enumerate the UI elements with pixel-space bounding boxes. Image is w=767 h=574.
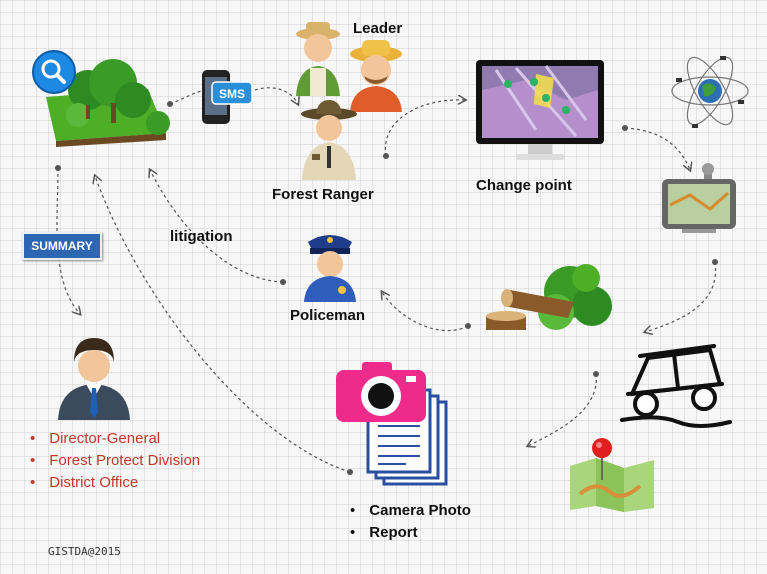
summary-badge-label: SUMMARY: [31, 239, 93, 253]
map-pin-icon: [570, 438, 654, 512]
director-general-icon: [58, 338, 130, 420]
policeman-icon: [304, 235, 356, 302]
arrow-monitor-to-gps: [624, 127, 690, 170]
camera-report-group: [336, 362, 448, 486]
arrow-gps-to-tree: [645, 261, 717, 332]
litigation-label: litigation: [170, 228, 233, 245]
phone-sms-icon: SMS: [202, 70, 253, 124]
camera-icon: [336, 362, 426, 422]
policeman-label: Policeman: [290, 307, 366, 324]
leader-label: Leader: [353, 20, 403, 37]
forest-ranger-label: Forest Ranger: [272, 186, 374, 203]
output-item: Report: [350, 522, 471, 544]
copyright-footer: GISTDA@2015: [48, 545, 121, 558]
authority-item: District Office: [30, 472, 200, 494]
gps-device-icon: [662, 163, 736, 233]
satellite-icon: [671, 56, 749, 128]
arrow-vehicle-to-camera: [528, 373, 597, 446]
sms-badge-label: SMS: [219, 87, 245, 101]
authority-item: Forest Protect Division: [30, 450, 200, 472]
forest-icon: [46, 59, 170, 147]
monitor-map-icon: [476, 60, 604, 160]
arrow-policeman-to-forest: [150, 170, 284, 283]
arrow-camera-to-forest: [95, 176, 351, 473]
change-point-label: Change point: [476, 177, 572, 194]
fallen-tree-icon: [486, 264, 612, 330]
output-list: Camera Photo Report: [350, 500, 471, 544]
output-item: Camera Photo: [350, 500, 471, 522]
magnifier-icon[interactable]: [30, 48, 78, 96]
arrow-sms-to-ranger: [254, 87, 298, 104]
arrow-ranger-to-monitor: [384, 100, 465, 157]
forest-ranger-icon: [301, 100, 357, 180]
arrow-tree-to-policeman: [382, 292, 469, 332]
authority-list: Director-General Forest Protect Division…: [30, 428, 200, 494]
summary-badge-icon: SUMMARY: [22, 232, 102, 260]
leader-farmers-icon: [296, 22, 402, 112]
authority-item: Director-General: [30, 428, 200, 450]
offroad-vehicle-icon: [620, 344, 732, 428]
